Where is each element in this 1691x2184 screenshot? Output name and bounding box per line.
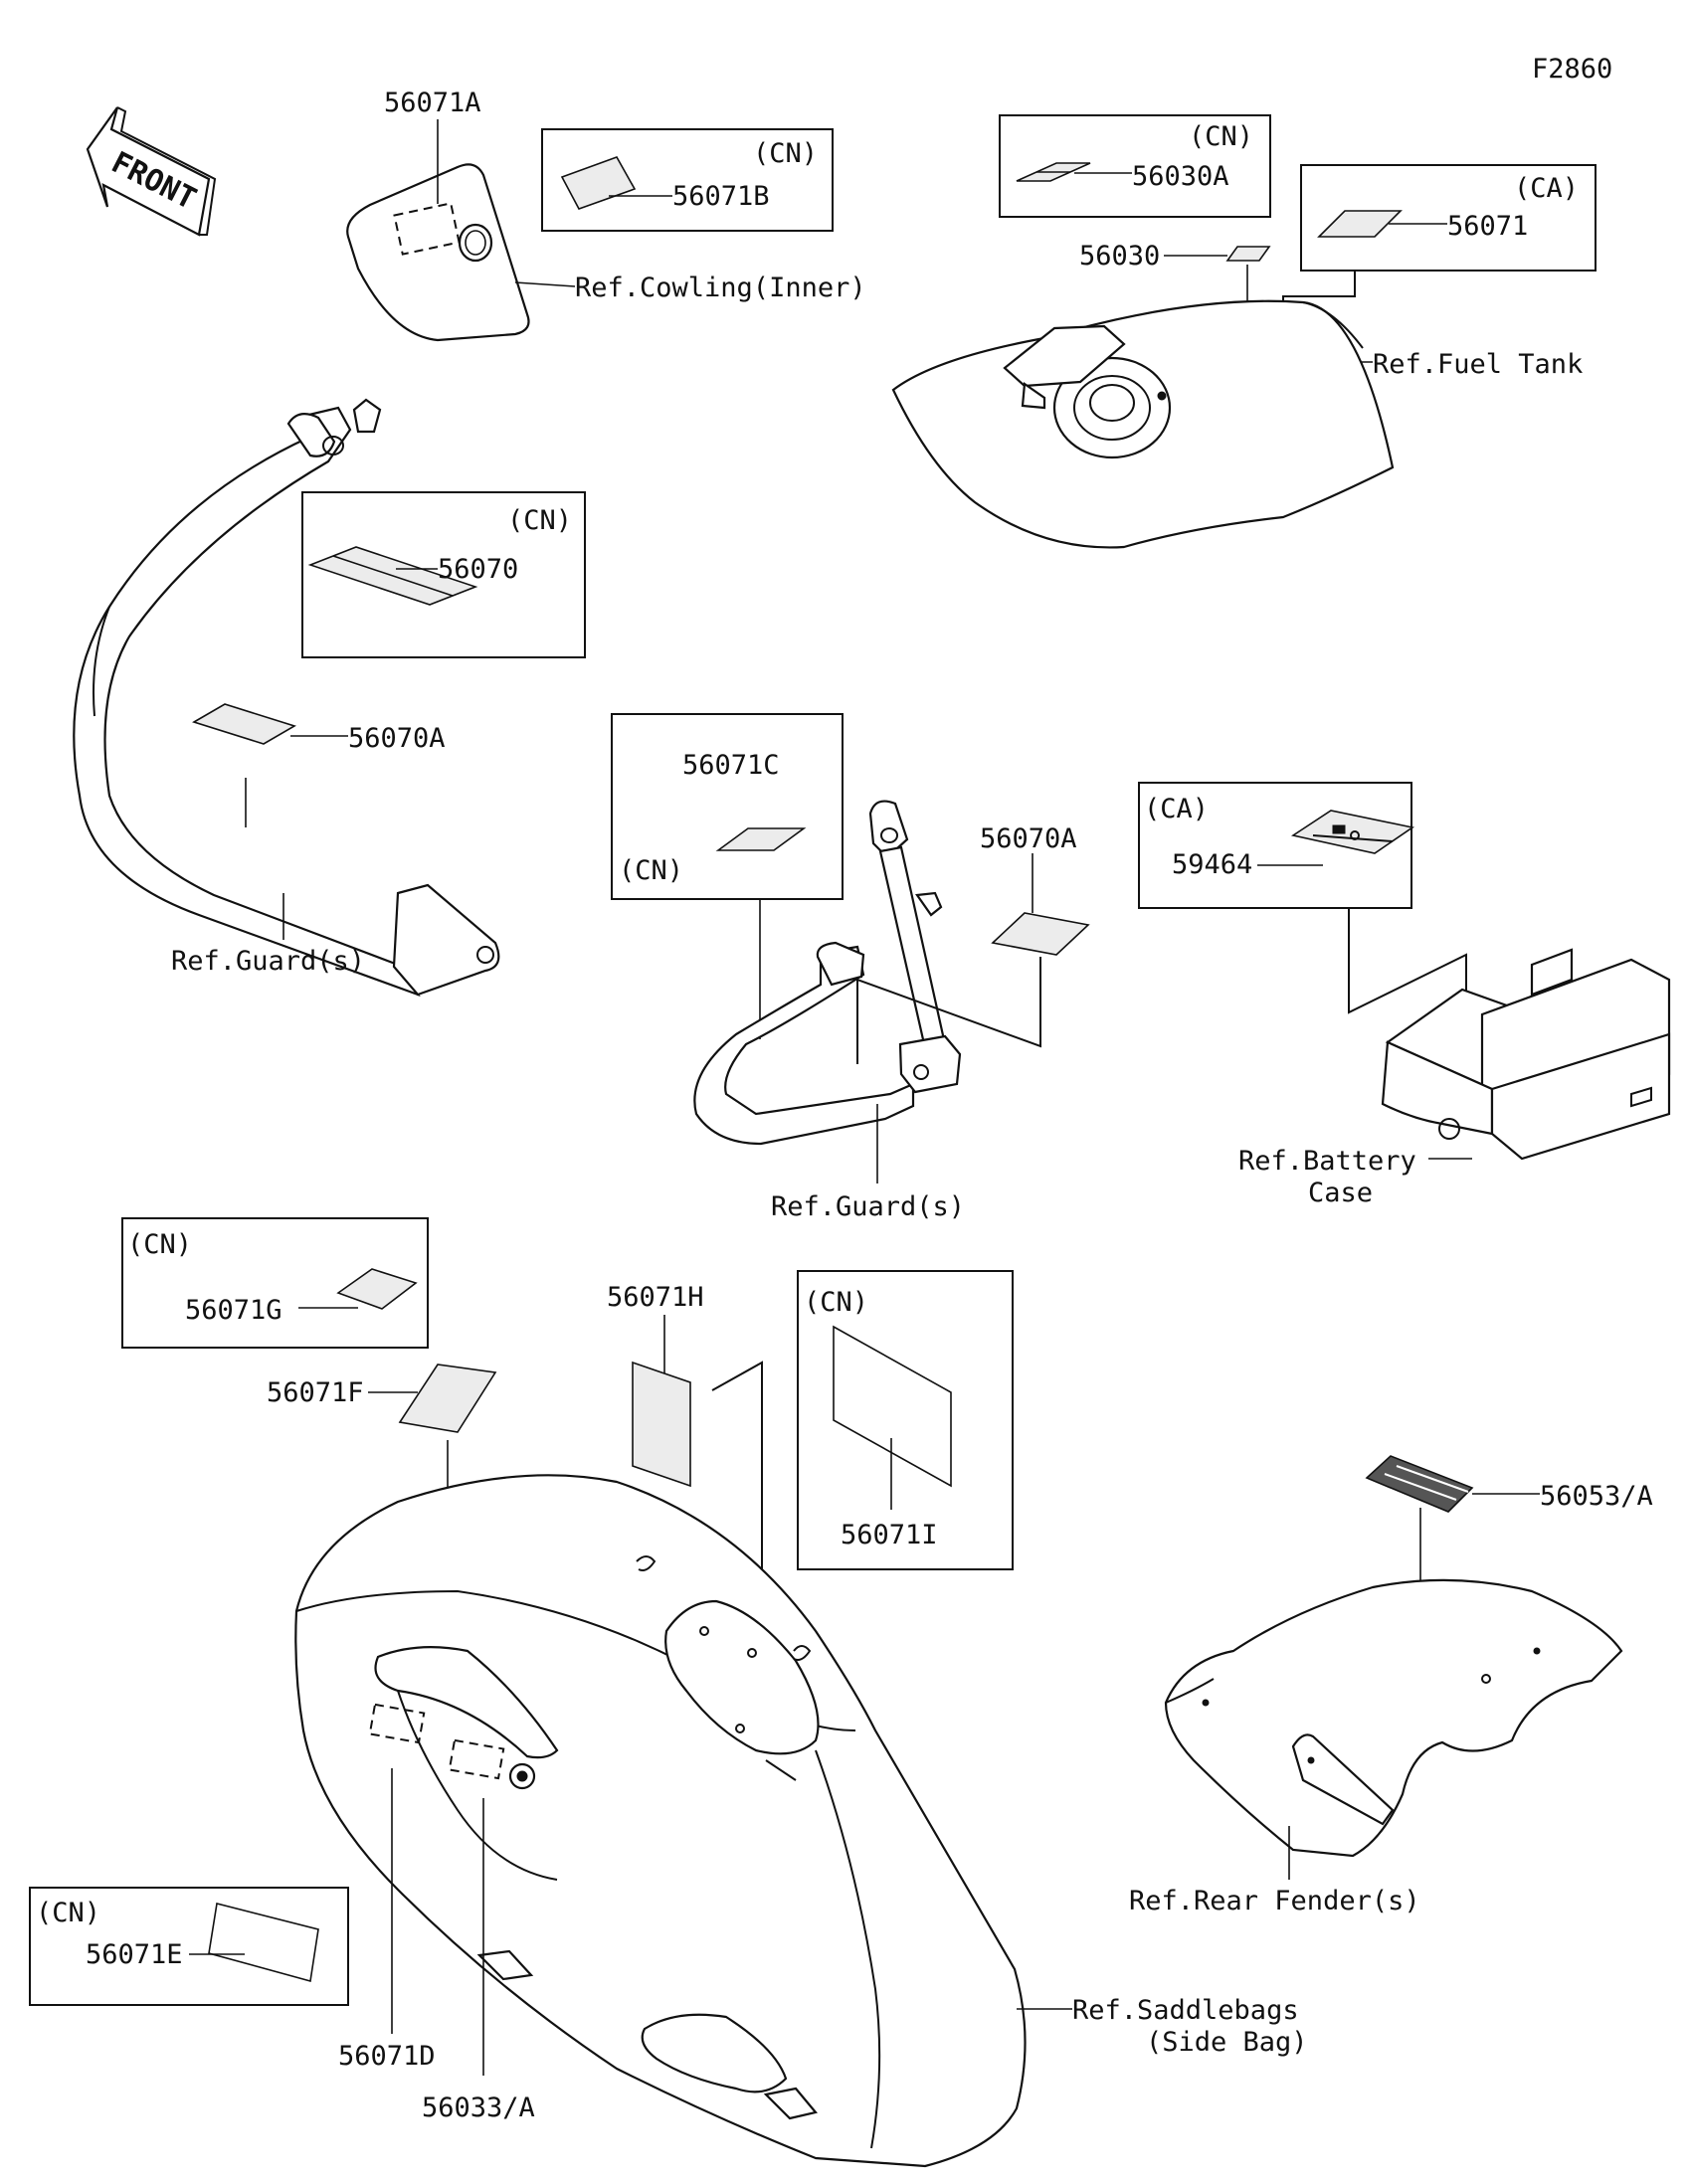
part-number: 59464 (1172, 849, 1252, 880)
label-box-59464 (1138, 782, 1412, 909)
battery-case (1381, 948, 1671, 1161)
region-tag: (CN) (753, 138, 818, 169)
part-number: 56030 (1079, 241, 1160, 272)
part-number: 56070A (348, 723, 446, 754)
guard-left (73, 398, 500, 998)
label-box-56071c (611, 713, 844, 900)
part-number: 56030A (1132, 161, 1229, 192)
region-tag: (CN) (36, 1898, 100, 1928)
region-tag: (CN) (127, 1229, 192, 1260)
part-number: 56071A (384, 88, 481, 118)
reference-label: Ref.Guard(s) (171, 946, 365, 977)
guard-middle (693, 800, 962, 1146)
front-arrow-icon: FRONT (86, 106, 217, 237)
part-number: 56033/A (422, 2093, 535, 2123)
part-number: 56070A (980, 823, 1077, 854)
region-tag: (CN) (804, 1287, 868, 1318)
part-number: 56071E (86, 1939, 183, 1970)
rear-fender-label (1365, 1455, 1474, 1513)
region-tag: (CN) (619, 855, 683, 886)
region-tag: (CN) (1189, 121, 1253, 152)
part-number: 56070 (438, 554, 518, 585)
label-box-56030a (999, 114, 1271, 218)
part-number: 56071G (185, 1295, 282, 1326)
reference-label: Ref.Saddlebags (1072, 1995, 1299, 2026)
fuel-tank (891, 299, 1395, 549)
part-number: 56071D (338, 2041, 436, 2072)
part-number: 56053/A (1540, 1481, 1653, 1512)
part-number: 56071H (607, 1282, 704, 1313)
reference-label: Ref.Guard(s) (771, 1191, 965, 1222)
rear-fender (1164, 1578, 1623, 1858)
part-number: 56071 (1447, 211, 1528, 242)
part-number: 56071B (672, 181, 770, 212)
reference-label: Ref.Fuel Tank (1373, 349, 1583, 380)
region-tag: (CA) (1514, 173, 1579, 204)
figure-id: F2860 (1532, 54, 1612, 85)
reference-label: Ref.Battery (1238, 1146, 1416, 1177)
reference-label: Ref.Rear Fender(s) (1129, 1886, 1420, 1916)
part-number: 56071I (841, 1520, 938, 1550)
part-number: 56071F (267, 1377, 364, 1408)
region-tag: (CA) (1144, 794, 1209, 824)
saddlebag (294, 1474, 1027, 2168)
region-tag: (CN) (507, 505, 572, 536)
reference-label: Case (1308, 1178, 1373, 1208)
part-number: 56071C (682, 750, 780, 781)
reference-label: Ref.Cowling(Inner) (575, 273, 866, 303)
reference-label: (Side Bag) (1146, 2027, 1308, 2058)
warning-label (1290, 810, 1415, 854)
cowling-inner (346, 163, 530, 342)
